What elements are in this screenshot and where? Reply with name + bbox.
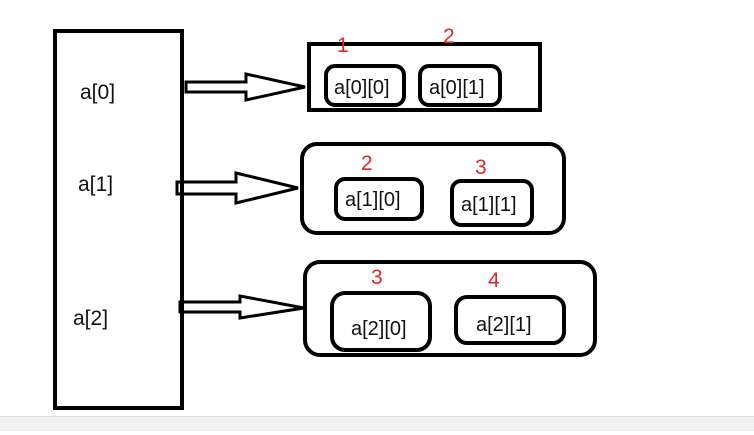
arrow-row-1 [175, 171, 299, 205]
cell-number-0-0: 1 [337, 34, 349, 57]
cell-number-0-1: 2 [443, 25, 455, 48]
cell-label-1-0: a[1][0] [345, 189, 401, 211]
cell-label-2-0: a[2][0] [351, 318, 407, 340]
row-box-1 [300, 142, 566, 235]
cell-box-1-1 [450, 179, 534, 227]
cell-box-2-1 [454, 295, 566, 345]
cell-number-1-1: 3 [475, 156, 487, 179]
cell-number-2-1: 4 [488, 269, 500, 292]
cell-label-0-0: a[0][0] [334, 77, 390, 99]
cell-label-1-1: a[1][1] [461, 194, 517, 216]
arrow-row-0 [184, 72, 306, 102]
row-box-0 [307, 42, 542, 112]
pointer-label-0: a[0] [80, 81, 115, 104]
row-box-2 [303, 260, 597, 357]
cell-label-0-1: a[0][1] [429, 77, 485, 99]
cell-box-2-0 [330, 291, 432, 352]
window-bottom-strip [0, 416, 754, 431]
pointer-label-2: a[2] [73, 307, 108, 330]
cell-number-2-0: 3 [371, 266, 383, 289]
cell-label-2-1: a[2][1] [476, 314, 532, 336]
cell-box-1-0 [334, 177, 424, 221]
arrow-row-2 [178, 294, 305, 320]
pointer-label-1: a[1] [78, 173, 113, 196]
pointer-array-box [53, 29, 184, 410]
cell-box-0-1 [418, 64, 502, 107]
cell-box-0-0 [324, 64, 406, 107]
cell-number-1-0: 2 [361, 152, 373, 175]
